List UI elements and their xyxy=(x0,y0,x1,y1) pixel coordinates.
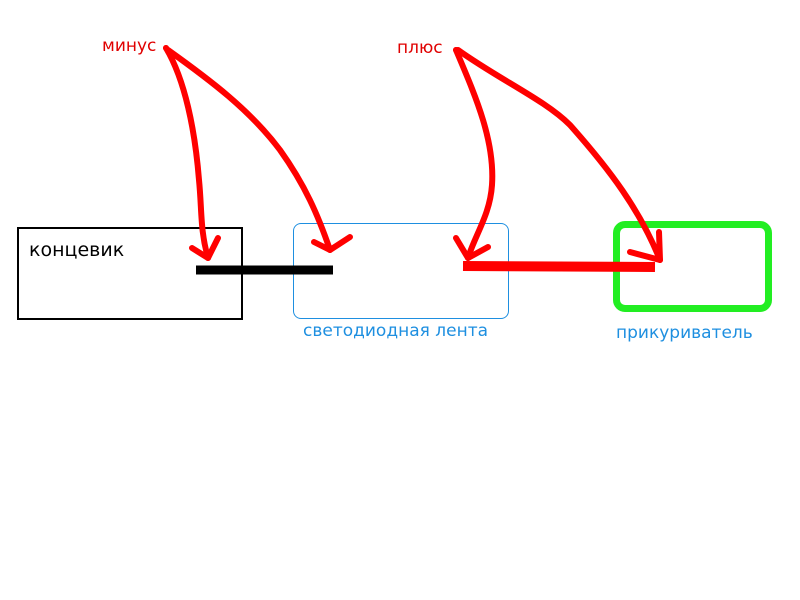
minus-arrow-origin xyxy=(163,45,169,51)
limit-switch-label: концевик xyxy=(29,239,125,261)
plus-arrow-origin xyxy=(453,47,459,53)
limit-switch-box: концевик xyxy=(17,227,243,320)
minus-label: минус xyxy=(102,36,157,56)
led-strip-box xyxy=(293,223,509,319)
led-strip-label: светодиодная лента xyxy=(303,321,489,341)
cigarette-lighter-box xyxy=(613,221,772,312)
cigarette-lighter-label: прикуриватель xyxy=(616,323,753,343)
plus-label: плюс xyxy=(397,38,443,58)
minus-arrow-to-led xyxy=(165,47,333,253)
